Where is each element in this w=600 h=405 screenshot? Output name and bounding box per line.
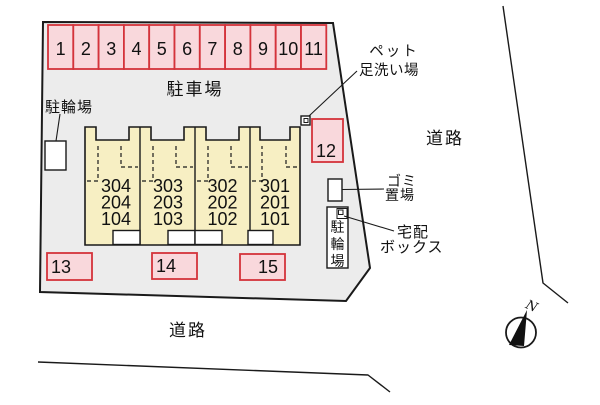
- parking-row: 1 2 3 4 5 6 7 8 9 10 11: [47, 24, 328, 70]
- stall-number: 1: [56, 39, 66, 59]
- stall-number: 14: [156, 256, 176, 276]
- room-number: 103: [153, 209, 183, 229]
- parking-stall-1: 1: [47, 24, 75, 70]
- compass-needle: [509, 310, 527, 346]
- stall-number: 6: [182, 39, 192, 59]
- unit-2-room-numbers: 303 203 103: [153, 176, 183, 229]
- room-number: 303: [153, 176, 183, 196]
- bicycle-left-leader-line: [55, 113, 61, 142]
- entrance-porch: [247, 229, 274, 246]
- balcony-dashed-outline: [197, 146, 248, 182]
- delivery-box-label-line2: ボックス: [380, 239, 444, 256]
- unit-1-room-numbers: 304 204 104: [101, 176, 131, 229]
- stall-number: 3: [106, 39, 116, 59]
- garbage-label-line1: ゴミ: [387, 173, 417, 189]
- stall-number: 10: [278, 39, 298, 59]
- balcony-dashed-outline: [252, 146, 298, 182]
- stall-number: 2: [81, 39, 91, 59]
- unit-3-room-numbers: 302 202 102: [207, 176, 237, 229]
- room-number: 101: [260, 209, 290, 229]
- parking-stall-3: 3: [97, 24, 125, 70]
- room-number: 102: [207, 209, 237, 229]
- room-number: 304: [101, 176, 131, 196]
- apartment-building: 304 204 104 303 203 103 302 202 102 301 …: [84, 126, 301, 246]
- room-number: 202: [207, 193, 237, 213]
- bicycle-parking-left-area: [44, 140, 67, 171]
- room-number: 301: [260, 176, 290, 196]
- bicycle-parking-right: 駐 輪 場: [326, 206, 349, 269]
- parking-stall-8: 8: [224, 24, 252, 70]
- garbage-label-line2: 置場: [385, 187, 415, 203]
- stall-number: 4: [131, 39, 141, 59]
- road-right-label: 道路: [426, 129, 464, 148]
- entrance-porch: [194, 229, 223, 246]
- parking-stall-13: 13: [46, 252, 93, 281]
- bicycle-right-char: 輪: [331, 236, 345, 252]
- room-number: 302: [207, 176, 237, 196]
- garbage-leader-line: [341, 188, 385, 191]
- compass-north-label: N: [522, 297, 540, 316]
- bicycle-right-char: 駐: [331, 219, 345, 235]
- stall-number: 12: [316, 141, 336, 161]
- road-bottom-label: 道路: [169, 321, 207, 340]
- north-compass: N: [505, 297, 540, 349]
- stall-number: 7: [207, 39, 217, 59]
- parking-stall-5: 5: [148, 24, 176, 70]
- parking-stall-9: 9: [249, 24, 277, 70]
- parking-stall-2: 2: [72, 24, 100, 70]
- parking-stall-4: 4: [123, 24, 151, 70]
- entrance-porch: [167, 229, 196, 246]
- stall-number: 5: [157, 39, 167, 59]
- pet-wash-label-line1: ペット: [369, 44, 419, 60]
- parking-stall-7: 7: [198, 24, 227, 70]
- parking-stall-10: 10: [274, 24, 302, 70]
- balcony-dashed-outline: [87, 146, 138, 182]
- building-outline: [84, 126, 301, 246]
- room-number: 203: [153, 193, 183, 213]
- stall-number: 13: [51, 257, 71, 277]
- stall-number: 11: [304, 39, 323, 59]
- pet-wash-station-detail: [303, 118, 309, 123]
- parking-stall-6: 6: [173, 24, 201, 70]
- balcony-dashed-outline: [142, 146, 193, 182]
- delivery-box-leader-line: [343, 215, 395, 232]
- parking-stall-11: 11: [300, 24, 328, 70]
- room-number: 204: [101, 193, 131, 213]
- entrance-porch: [112, 229, 141, 246]
- parking-stall-15: 15: [239, 253, 286, 281]
- stall-number: 15: [258, 257, 278, 277]
- garbage-area: [327, 178, 343, 202]
- bicycle-parking-left-label: 駐輪場: [45, 99, 93, 116]
- parking-lot-label: 駐車場: [167, 80, 224, 99]
- parking-stall-12: 12: [311, 118, 344, 163]
- bicycle-right-char: 場: [331, 253, 345, 269]
- unit-4-room-numbers: 301 201 101: [260, 176, 290, 229]
- stall-number: 8: [233, 39, 243, 59]
- room-number: 104: [101, 209, 131, 229]
- pet-wash-leader-line: [308, 70, 358, 117]
- parking-stall-14: 14: [151, 252, 198, 280]
- delivery-box-detail: [338, 209, 344, 215]
- road-edge-bottom: [37, 361, 391, 393]
- delivery-box-label-line1: 宅配: [397, 224, 429, 241]
- pet-wash-label-line2: 足洗い場: [359, 62, 419, 79]
- stall-number: 9: [258, 39, 268, 59]
- road-edge-right: [502, 5, 569, 304]
- room-number: 201: [260, 193, 290, 213]
